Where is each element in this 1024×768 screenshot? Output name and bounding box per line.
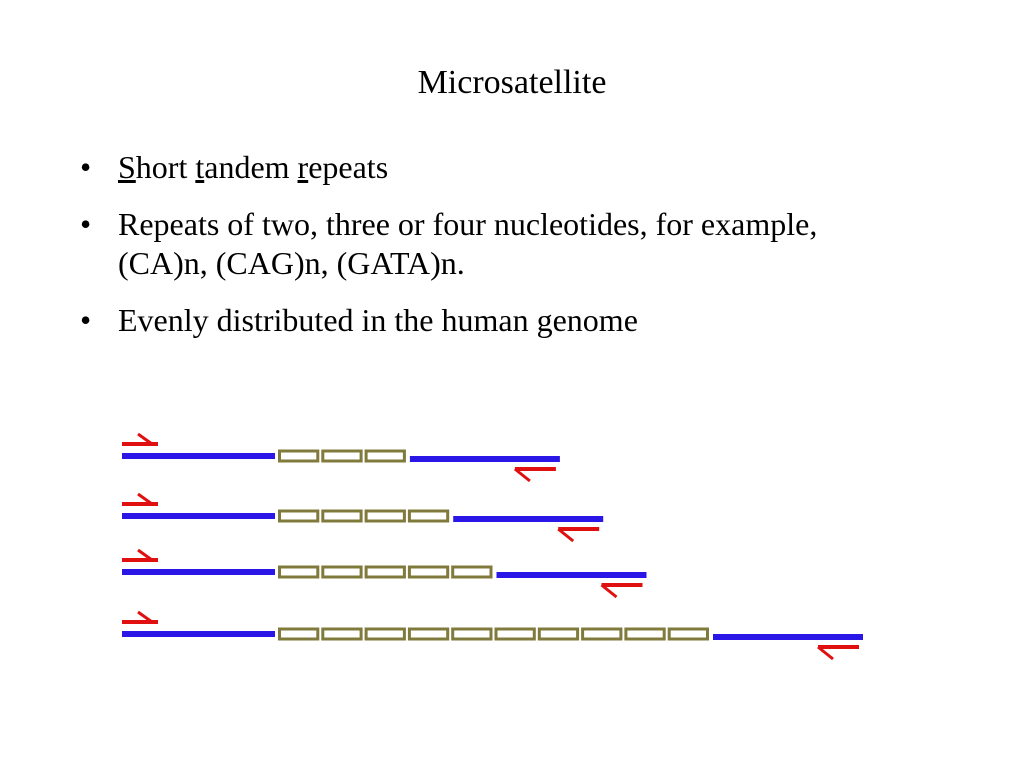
- repeat-unit: [624, 627, 666, 641]
- reverse-primer-hook: [600, 583, 618, 599]
- repeat-unit: [451, 627, 493, 641]
- repeat-unit: [364, 565, 406, 579]
- forward-primer-hook: [137, 548, 153, 562]
- repeat-unit: [278, 449, 320, 463]
- bullet-text: Evenly distributed in the human genome: [118, 302, 638, 338]
- word-repeats-rest: epeats: [308, 149, 389, 185]
- bullet-marker: •: [80, 149, 92, 185]
- repeat-unit: [407, 509, 450, 523]
- bullet-marker: •: [80, 302, 92, 338]
- bullet-list: • Short tandem repeats • Repeats of two,…: [80, 148, 900, 358]
- forward-primer-hook: [137, 610, 153, 624]
- bullet-marker: •: [80, 206, 92, 242]
- repeat-unit: [321, 565, 363, 579]
- forward-primer-hook: [137, 432, 153, 446]
- repeat-unit: [364, 627, 406, 641]
- word-short-rest: hort: [135, 149, 196, 185]
- bullet-text: Repeats of two, three or four nucleotide…: [118, 206, 818, 281]
- forward-primer-hook: [137, 492, 153, 506]
- repeat-unit: [667, 627, 710, 641]
- repeat-unit: [278, 565, 320, 579]
- underlined-letter-r: r: [297, 149, 309, 185]
- repeat-unit: [407, 627, 450, 641]
- reverse-primer-hook: [557, 527, 575, 543]
- repeat-unit: [407, 565, 450, 579]
- repeat-unit: [537, 627, 580, 641]
- repeat-unit: [278, 627, 320, 641]
- repeat-unit: [321, 449, 363, 463]
- underlined-letter-s: S: [118, 149, 136, 185]
- repeat-unit: [451, 565, 493, 579]
- repeat-unit: [321, 627, 363, 641]
- repeat-unit: [364, 509, 406, 523]
- repeat-unit: [364, 449, 406, 463]
- bullet-item-short-tandem-repeats: • Short tandem repeats: [80, 148, 900, 187]
- word-tandem-rest: andem: [204, 149, 298, 185]
- repeat-unit: [581, 627, 623, 641]
- repeat-unit: [278, 509, 320, 523]
- repeat-unit: [494, 627, 536, 641]
- slide-title: Microsatellite: [417, 64, 607, 101]
- reverse-primer-hook: [513, 467, 531, 483]
- repeat-unit: [321, 509, 363, 523]
- bullet-item-repeat-units: • Repeats of two, three or four nucleoti…: [80, 205, 900, 283]
- underlined-letter-t: t: [195, 149, 205, 185]
- reverse-primer-hook: [817, 645, 834, 661]
- bullet-item-distribution: • Evenly distributed in the human genome: [80, 301, 900, 340]
